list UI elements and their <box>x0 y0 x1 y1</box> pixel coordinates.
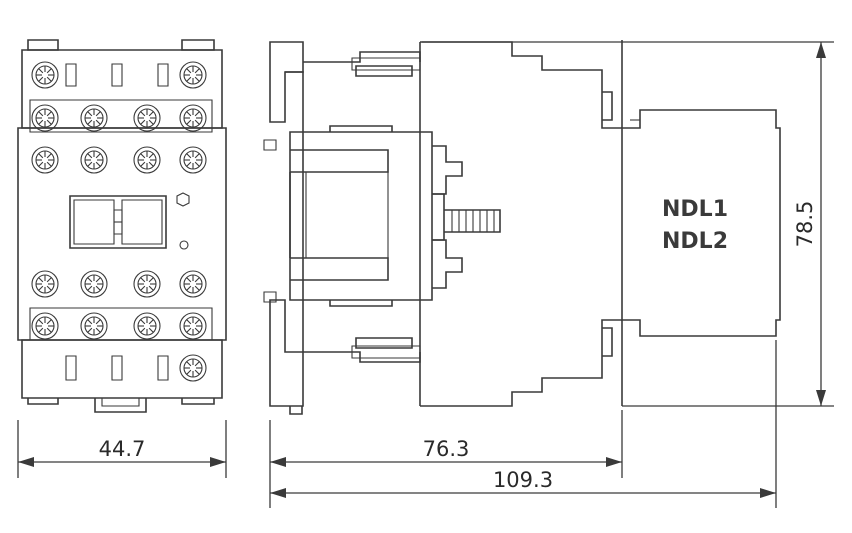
dim-front-width: 44.7 <box>99 437 146 461</box>
dimension-lines <box>17 41 834 508</box>
screw-icon <box>80 270 108 298</box>
screw-icon <box>179 61 207 89</box>
screw-icon <box>80 312 108 340</box>
screw-icon <box>133 104 161 132</box>
dim-height: 78.5 <box>793 201 817 248</box>
indicator-window <box>69 195 167 249</box>
front-view <box>17 39 227 413</box>
screw-icon <box>133 312 161 340</box>
led-indicator <box>179 240 189 250</box>
screw-icon <box>179 104 207 132</box>
screw-icon <box>31 146 59 174</box>
dim-side-depth-base: 76.3 <box>423 437 470 461</box>
terminal-screws <box>31 61 207 382</box>
side-view: NDL1 NDL2 <box>263 40 781 415</box>
screw-icon <box>80 104 108 132</box>
model-line-1: NDL1 <box>662 197 728 222</box>
model-line-2: NDL2 <box>662 229 728 254</box>
screw-icon <box>179 270 207 298</box>
screw-icon <box>133 270 161 298</box>
screw-icon <box>31 270 59 298</box>
screw-icon <box>31 312 59 340</box>
screw-icon <box>31 104 59 132</box>
hex-nut-icon <box>176 192 190 207</box>
screw-icon <box>179 146 207 174</box>
screw-icon <box>179 354 207 382</box>
screw-icon <box>179 312 207 340</box>
screw-icon <box>133 146 161 174</box>
screw-icon <box>31 61 59 89</box>
armature-shaft <box>444 209 501 233</box>
dim-side-depth-total: 109.3 <box>493 468 553 492</box>
screw-icon <box>80 146 108 174</box>
